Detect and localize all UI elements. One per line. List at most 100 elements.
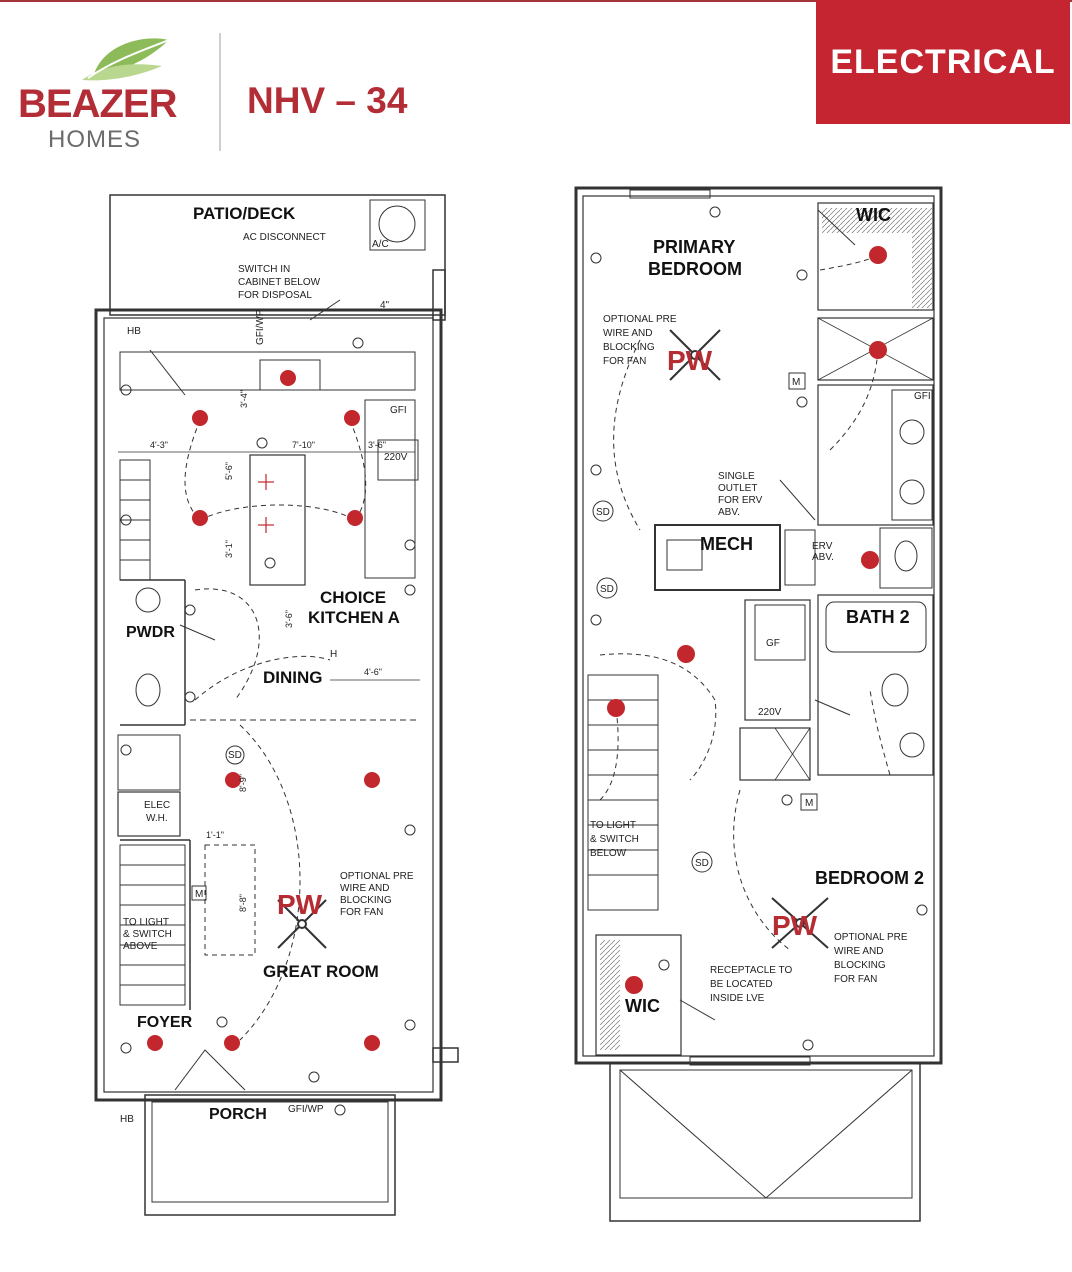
note-switch-1: SWITCH IN [238, 264, 290, 275]
window-primary [629, 189, 711, 199]
laundry-room [744, 599, 811, 721]
room-wic-bottom: WIC [625, 996, 660, 1016]
note-stair2-3: BELOW [590, 848, 627, 859]
header: BEAZER HOMES NHV – 34 ELECTRICAL [0, 0, 1072, 170]
primary-meter-icon [788, 372, 806, 390]
linen-diag-2 [774, 727, 811, 781]
note-receptacle-2: BE LOCATED [710, 979, 773, 990]
note-primary-fan-4: FOR FAN [603, 356, 646, 367]
note-erv-1: ERV [812, 541, 833, 552]
note-gf: GF [766, 638, 780, 649]
first-floor-outlets [120, 337, 416, 1116]
wiring-primary-1 [613, 339, 641, 531]
note-receptacle-1: RECEPTACLE TO [710, 965, 792, 976]
kitchen-sink [259, 359, 321, 391]
note-bed2-fan-2: WIRE AND [834, 946, 883, 957]
primary-vanity [891, 389, 933, 521]
water-heater-closet [117, 791, 181, 837]
porch-outline [144, 1094, 396, 1216]
note-erv-outlet-2: OUTLET [718, 483, 757, 494]
note-sd-bed2: SD [695, 858, 709, 869]
note-m: M [195, 889, 203, 900]
note-receptacle-3: INSIDE LVE [710, 993, 765, 1004]
meter-icon [191, 885, 207, 901]
pwdr-sink-fixture [135, 587, 161, 613]
electrical-badge: ELECTRICAL [816, 0, 1070, 124]
note-gfi-wp-top: GFI/WP [255, 309, 266, 345]
room-patio: PATIO/DECK [193, 204, 296, 223]
kitchen-island [249, 454, 306, 586]
note-220v: 220V [384, 452, 408, 463]
second-floor-inner-wall [582, 195, 935, 1057]
leaf-logo-icon [82, 38, 170, 81]
note-m-hall: M [805, 798, 813, 809]
note-fan-4: FOR FAN [340, 907, 383, 918]
second-floor-outlets [590, 206, 928, 1051]
note-erv-2: ABV. [812, 552, 834, 563]
laundry-washer [754, 604, 806, 661]
note-ac-disconnect: AC DISCONNECT [243, 232, 326, 243]
patio-outline [109, 194, 446, 316]
room-dining: DINING [263, 668, 323, 687]
note-stair-2: & SWITCH [123, 929, 172, 940]
note-stair-3: ABOVE [123, 941, 158, 952]
second-floor-plan [574, 186, 943, 1222]
brand-name: BEAZER [18, 82, 177, 126]
door-front [174, 1049, 246, 1091]
dim-10: 1'-1" [206, 830, 224, 840]
header-top-rule [0, 0, 1072, 2]
note-bed2-fan-4: FOR FAN [834, 974, 877, 985]
mech-room [654, 524, 781, 591]
window-bedroom2 [689, 1056, 811, 1066]
dim-4: 5'-6" [224, 462, 234, 480]
note-stair2-2: & SWITCH [590, 834, 639, 845]
wall-bump-top [432, 269, 446, 321]
wiring-arc-1 [184, 419, 201, 521]
note-sd: SD [228, 750, 242, 761]
bath2-sink [899, 732, 925, 758]
ac-fan-icon [378, 205, 416, 243]
note-primary-fan-2: WIRE AND [603, 328, 652, 339]
room-choice: CHOICE [320, 588, 386, 607]
note-gfi-wp-porch: GFI/WP [288, 1104, 324, 1115]
wic-top-room [817, 202, 934, 311]
room-bath2: BATH 2 [846, 607, 910, 627]
door-bath2 [814, 699, 851, 716]
kitchen-counter-top [119, 351, 416, 391]
primary-pw-label: PW [667, 345, 713, 376]
wic-top-shelf-side [912, 208, 932, 308]
balcony-roof-lines [619, 1069, 913, 1199]
balcony-inner [619, 1069, 913, 1199]
dim-7: 4'-6" [364, 667, 382, 677]
primary-toilet [894, 540, 918, 572]
door-patio [149, 349, 186, 396]
wiring-stair [599, 707, 619, 801]
dim-5: 3'-1" [224, 540, 234, 558]
hall-meter-icon [800, 793, 818, 811]
note-sd-primary: SD [596, 507, 610, 518]
first-floor-plan [94, 194, 459, 1216]
room-porch: PORCH [209, 1106, 267, 1123]
second-floor-light-fixtures [607, 246, 887, 994]
first-floor-light-fixtures [147, 370, 380, 1051]
primary-sink-2 [899, 479, 925, 505]
door-wic-bottom [679, 999, 716, 1021]
balcony-outline [609, 1062, 921, 1222]
sd-primary-icon [592, 500, 614, 522]
dim-6: 3'-6" [284, 610, 294, 628]
dim-8: 3'-4" [239, 390, 249, 408]
bath2-room [817, 594, 934, 776]
primary-shower [817, 317, 934, 381]
note-hb-top: HB [127, 326, 141, 337]
note-switch-3: FOR DISPOSAL [238, 290, 312, 301]
dim-9: 8'-9" [238, 774, 248, 792]
note-hb-bottom: HB [120, 1114, 134, 1125]
note-stair-1: TO LIGHT [123, 917, 169, 928]
plan-code: NHV – 34 [247, 80, 408, 121]
ac-unit [369, 199, 426, 251]
door-primary-bath [779, 479, 816, 521]
wiring-arc-5 [239, 724, 301, 1041]
island-pendant-marks [258, 474, 274, 533]
wiring-bath2 [869, 689, 891, 776]
